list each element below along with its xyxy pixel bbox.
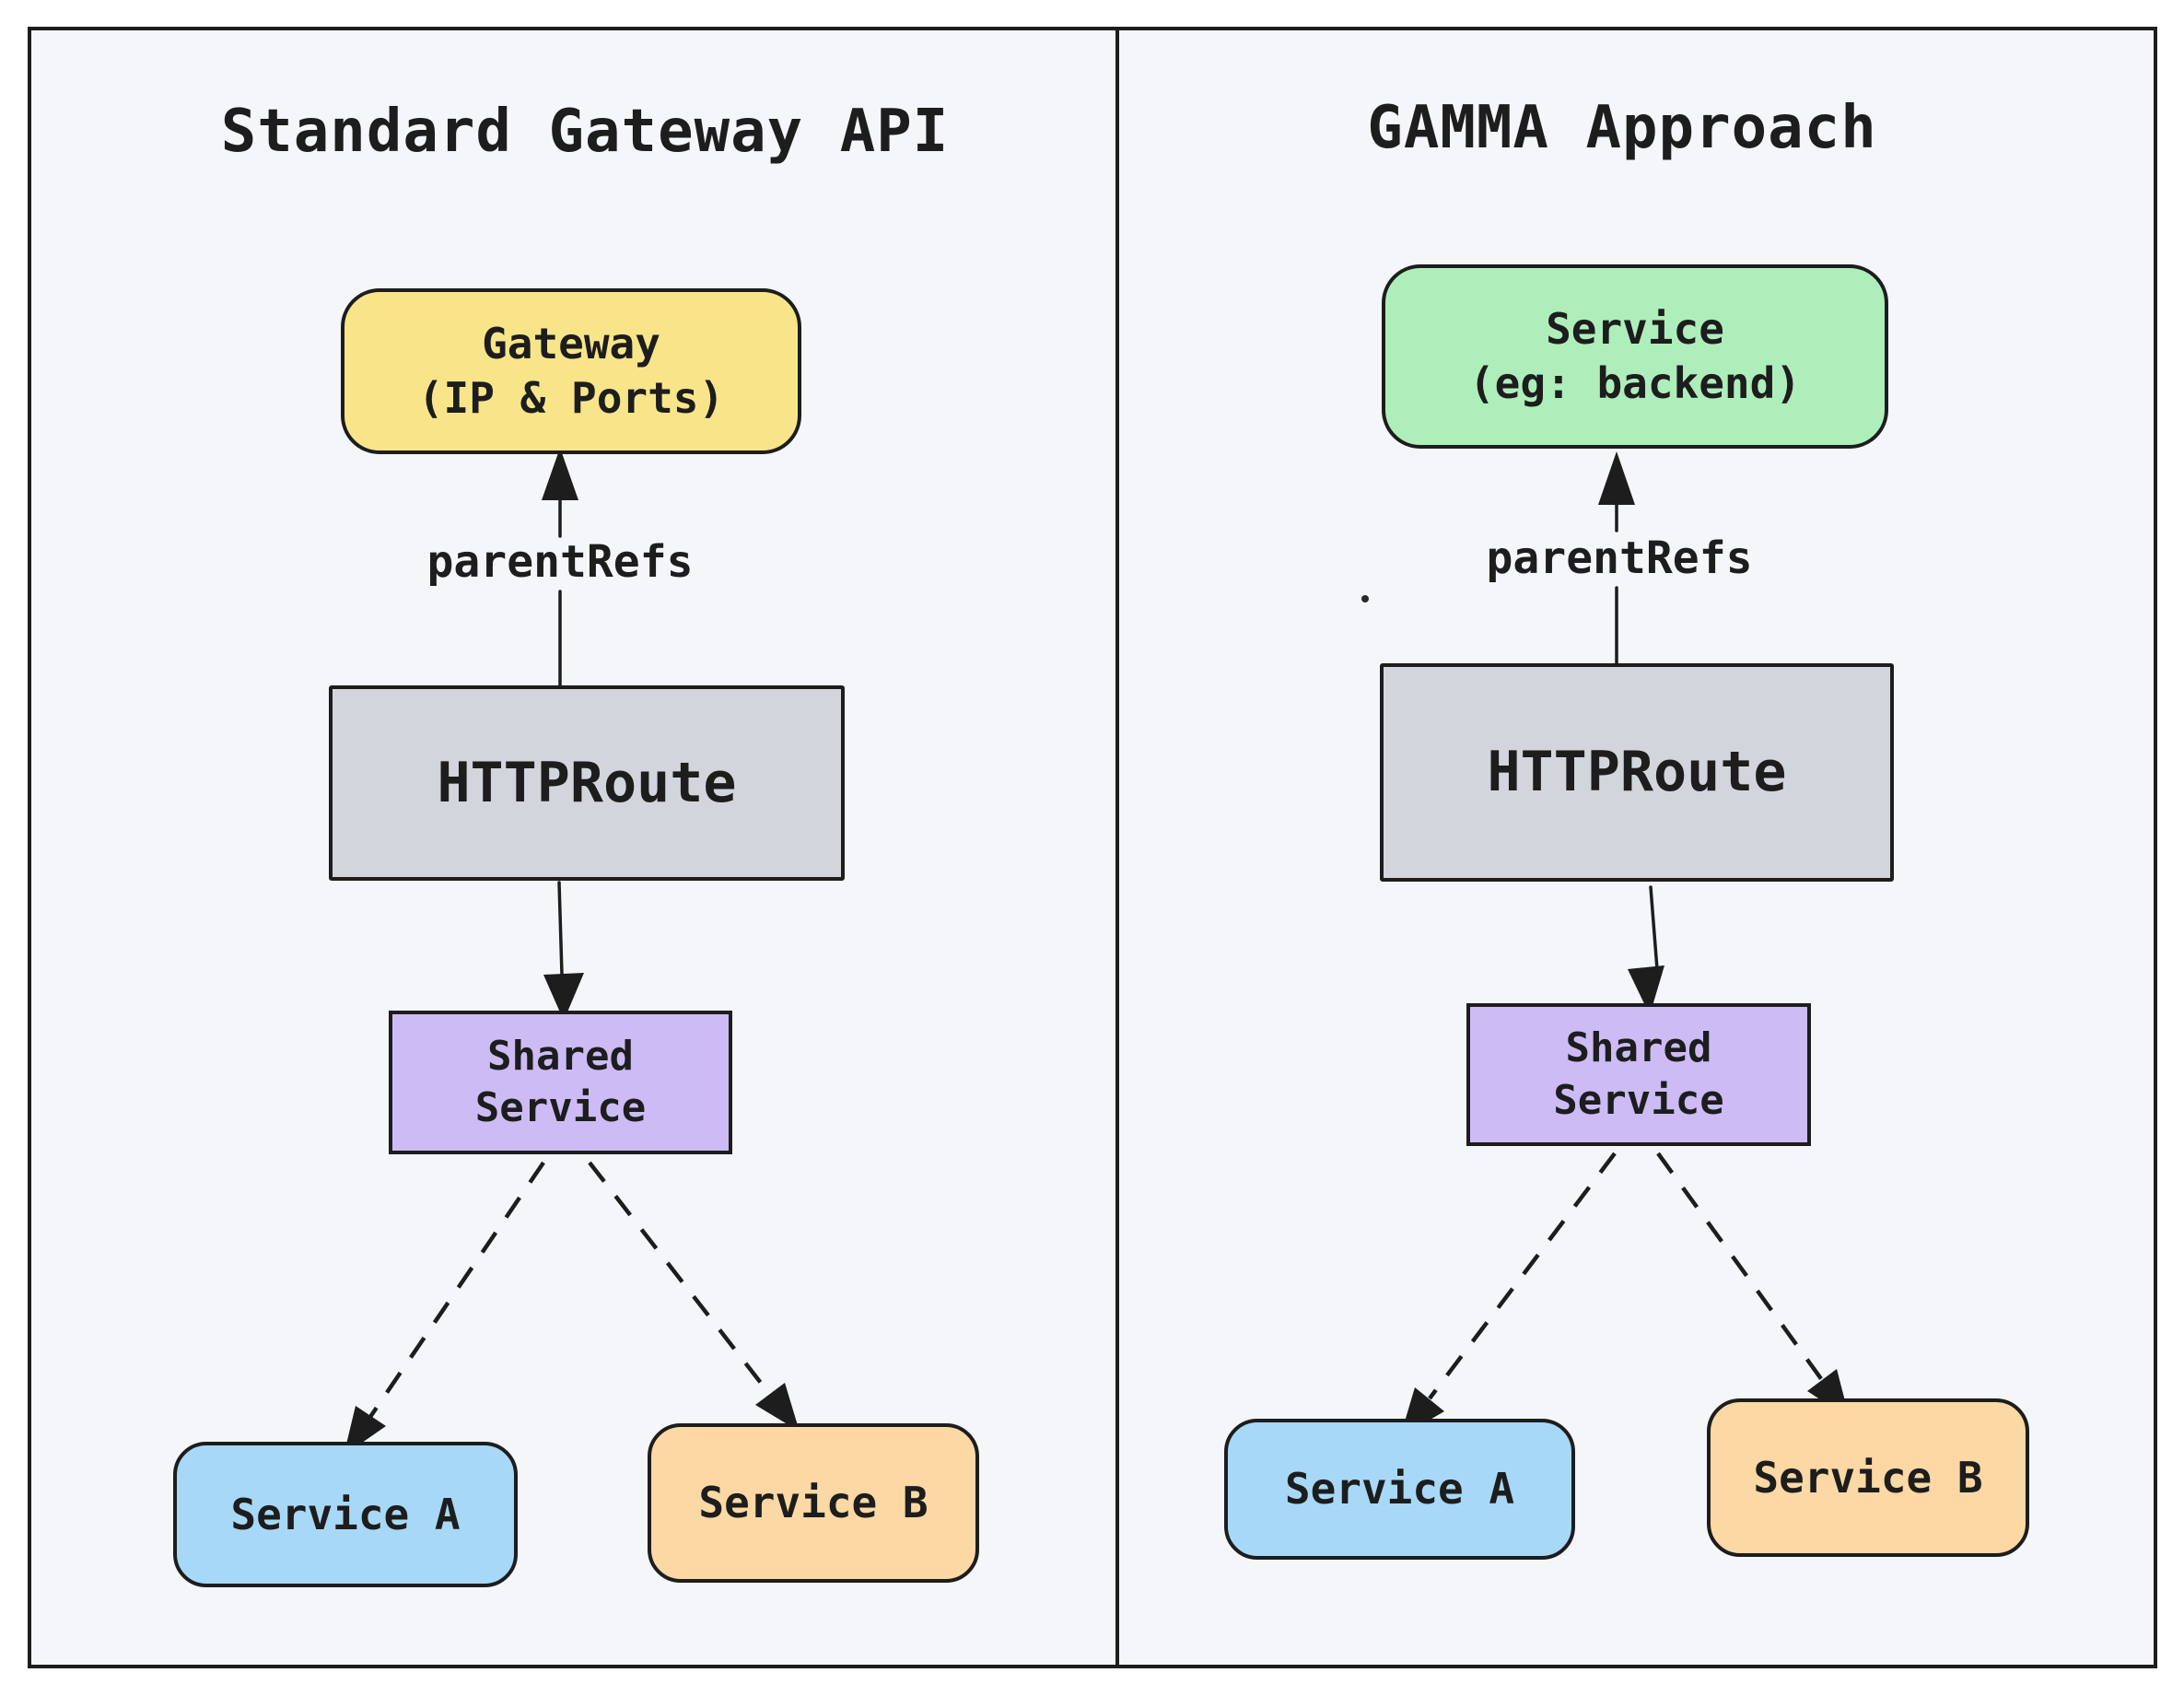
service-backend-line1: Service xyxy=(1546,304,1724,355)
shared-service-node-right: Shared Service xyxy=(1466,1003,1811,1146)
shared-service-right-line2: Service xyxy=(1553,1076,1724,1124)
left-panel-title: Standard Gateway API xyxy=(220,98,950,166)
gateway-node: Gateway (IP & Ports) xyxy=(341,288,801,454)
parentrefs-label-left: parentRefs xyxy=(426,536,694,588)
service-backend-node: Service (eg: backend) xyxy=(1382,264,1888,449)
httproute-node-left: HTTPRoute xyxy=(329,685,845,881)
service-a-node-left: Service A xyxy=(173,1442,518,1587)
service-a-node-right: Service A xyxy=(1224,1419,1575,1560)
service-b-node-left: Service B xyxy=(648,1423,979,1583)
gateway-node-line1: Gateway xyxy=(482,319,660,369)
parentrefs-label-right: parentRefs xyxy=(1486,532,1753,584)
service-backend-line2: (eg: backend) xyxy=(1468,358,1802,408)
gateway-node-line2: (IP & Ports) xyxy=(417,373,725,423)
shared-service-left-line1: Shared xyxy=(487,1032,634,1080)
shared-service-left-line2: Service xyxy=(474,1084,647,1131)
shared-service-right-line1: Shared xyxy=(1565,1024,1712,1072)
service-b-node-right: Service B xyxy=(1707,1398,2029,1557)
panel-divider xyxy=(1115,27,1119,1668)
right-panel-title: GAMMA Approach xyxy=(1367,94,1877,162)
httproute-node-right: HTTPRoute xyxy=(1380,663,1894,882)
stray-dot xyxy=(1361,595,1369,602)
shared-service-node-left: Shared Service xyxy=(389,1011,732,1154)
